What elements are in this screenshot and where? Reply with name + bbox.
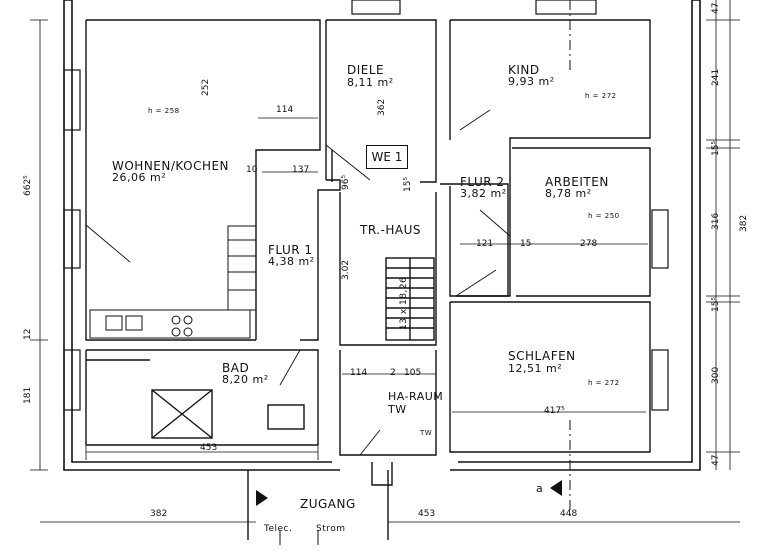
- kitchen-counter: [89, 225, 257, 339]
- room-haraum-name: HA-RAUM: [388, 390, 444, 403]
- label-telec: Telec.: [264, 524, 293, 534]
- dim-453b: 453: [418, 509, 436, 519]
- room-trhaus-name: TR.-HAUS: [360, 223, 422, 237]
- dim-302: 3.02: [341, 259, 351, 280]
- dim-105: 105: [404, 368, 422, 378]
- windows-right: [651, 209, 669, 411]
- room-wohnen-height: h = 258: [148, 107, 180, 115]
- dim-448: 448: [560, 509, 578, 519]
- room-arbeiten-name: ARBEITEN: [545, 175, 609, 189]
- label-stairs: 13 x 18,26: [399, 276, 409, 330]
- dim-2: 2: [390, 368, 396, 378]
- section-markers: [256, 480, 562, 506]
- dim-left-6625: 662⁵: [23, 175, 33, 196]
- dim-left-181: 181: [23, 386, 33, 404]
- room-schlafen-area: 12,51 m²: [508, 362, 563, 375]
- dim-right-241: 241: [711, 68, 721, 86]
- dim-right-155a: 15⁵: [711, 140, 721, 156]
- dim-137: 137: [292, 165, 310, 175]
- room-wohnen-area: 26,06 m²: [112, 171, 167, 184]
- dim-right-300: 300: [711, 366, 721, 384]
- dim-96: 96⁵: [341, 174, 351, 190]
- windows-left: [63, 69, 81, 411]
- dimension-lines: [30, 0, 740, 523]
- dim-right-47a: 47: [711, 2, 721, 14]
- dim-121: 121: [476, 239, 494, 249]
- dim-15a: 15⁵: [403, 176, 413, 192]
- dim-left-12: 12: [23, 328, 33, 340]
- room-schlafen-height: h = 272: [588, 379, 620, 387]
- dim-right-316: 316: [711, 212, 721, 230]
- room-haraum-sub: TW: [388, 403, 407, 416]
- dim-right-382: 382: [739, 214, 749, 232]
- label-section-a: a: [536, 482, 544, 495]
- room-kind-name: KIND: [508, 63, 540, 77]
- room-diele-name: DIELE: [347, 63, 385, 77]
- dim-382a: 382: [150, 509, 168, 519]
- door-swings: [85, 109, 511, 456]
- dim-252: 252: [201, 78, 211, 96]
- label-strom: Strom: [316, 524, 346, 534]
- room-schlafen-name: SCHLAFEN: [508, 349, 576, 363]
- dim-15b: 15: [520, 239, 532, 249]
- room-kind-area: 9,93 m²: [508, 75, 555, 88]
- label-tw: TW: [420, 429, 433, 437]
- room-flur1-area: 4,38 m²: [268, 255, 315, 268]
- room-bad-area: 8,20 m²: [222, 373, 269, 386]
- dim-114a: 114: [276, 105, 294, 115]
- room-kind-height: h = 272: [585, 92, 617, 100]
- room-wohnen-name: WOHNEN/KOCHEN: [112, 159, 230, 173]
- dim-362: 362: [377, 98, 387, 116]
- dim-right-47b: 47: [711, 454, 721, 466]
- room-flur1-name: FLUR 1: [268, 243, 313, 257]
- unit-label: WE 1: [366, 145, 408, 169]
- interior-walls: [85, 19, 651, 540]
- room-zugang-name: ZUGANG: [300, 497, 356, 511]
- room-arbeiten-area: 8,78 m²: [545, 187, 592, 200]
- dim-453a: 453: [200, 443, 218, 453]
- room-bad-name: BAD: [222, 361, 250, 375]
- dim-417: 417⁵: [544, 406, 565, 416]
- dim-10: 10: [246, 165, 258, 175]
- room-arbeiten-height: h = 250: [588, 212, 620, 220]
- dim-278: 278: [580, 239, 598, 249]
- room-flur2-area: 3,82 m²: [460, 187, 507, 200]
- dim-114b: 114: [350, 368, 368, 378]
- dim-right-155b: 15⁵: [711, 296, 721, 312]
- room-diele-area: 8,11 m²: [347, 76, 394, 89]
- room-flur2-name: FLUR 2: [460, 175, 505, 189]
- windows-top: [351, 0, 597, 15]
